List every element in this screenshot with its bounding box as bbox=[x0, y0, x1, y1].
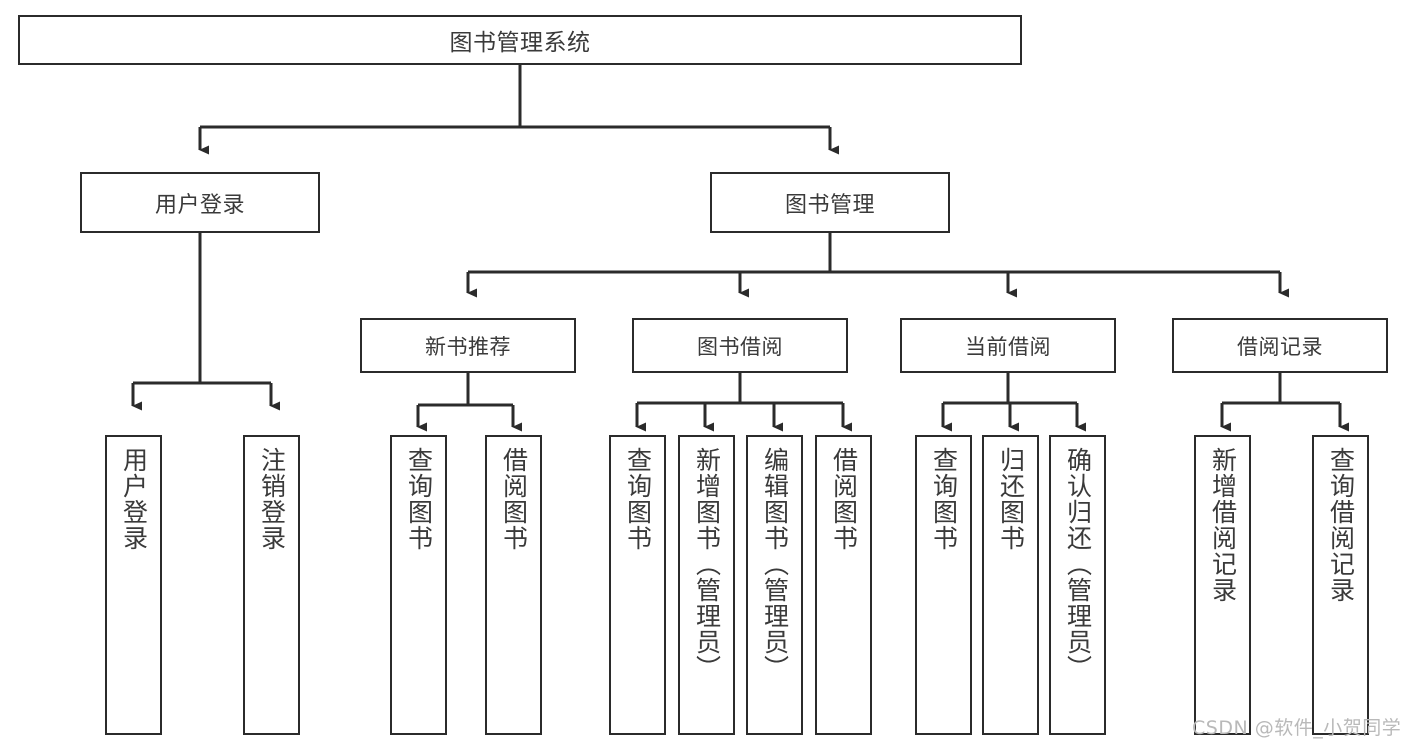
node-label: 注销登录 bbox=[257, 447, 287, 551]
node-label: 图书管理系统 bbox=[449, 30, 591, 56]
node-label: 图书借阅 bbox=[697, 334, 783, 359]
leaf-query-borrow-record[interactable]: 查询借阅记录 bbox=[1312, 435, 1369, 735]
node-root-book-management-system[interactable]: 图书管理系统 bbox=[18, 15, 1022, 65]
leaf-user-login[interactable]: 用户登录 bbox=[105, 435, 162, 735]
node-label: 借阅记录 bbox=[1237, 334, 1323, 359]
node-label: 借阅图书 bbox=[829, 447, 859, 551]
node-label: 归还图书 bbox=[996, 447, 1026, 551]
node-label: 查询图书 bbox=[404, 447, 434, 551]
node-label: 查询图书 bbox=[623, 447, 653, 551]
leaf-borrow-book-recommend[interactable]: 借阅图书 bbox=[485, 435, 542, 735]
node-label: 用户登录 bbox=[119, 447, 149, 551]
leaf-confirm-return-admin[interactable]: 确认归还（管理员） bbox=[1049, 435, 1106, 735]
node-borrow-record[interactable]: 借阅记录 bbox=[1172, 318, 1388, 373]
leaf-query-book-current[interactable]: 查询图书 bbox=[915, 435, 972, 735]
node-label: 用户登录 bbox=[154, 192, 245, 218]
leaf-borrow-book[interactable]: 借阅图书 bbox=[815, 435, 872, 735]
leaf-query-book-recommend[interactable]: 查询图书 bbox=[390, 435, 447, 735]
node-label: 当前借阅 bbox=[965, 334, 1051, 359]
leaf-add-borrow-record[interactable]: 新增借阅记录 bbox=[1194, 435, 1251, 735]
leaf-add-book-admin[interactable]: 新增图书（管理员） bbox=[678, 435, 735, 735]
node-book-manage[interactable]: 图书管理 bbox=[710, 172, 950, 233]
node-label: 新增借阅记录 bbox=[1208, 447, 1238, 603]
leaf-edit-book-admin[interactable]: 编辑图书（管理员） bbox=[746, 435, 803, 735]
leaf-query-book-borrow[interactable]: 查询图书 bbox=[609, 435, 666, 735]
leaf-logout-login[interactable]: 注销登录 bbox=[243, 435, 300, 735]
node-label: 新书推荐 bbox=[425, 334, 511, 359]
node-label: 图书管理 bbox=[784, 192, 875, 218]
node-label: 查询图书 bbox=[929, 447, 959, 551]
node-new-book-recommend[interactable]: 新书推荐 bbox=[360, 318, 576, 373]
node-current-borrow[interactable]: 当前借阅 bbox=[900, 318, 1116, 373]
node-label: 新增图书（管理员） bbox=[692, 447, 722, 681]
leaf-return-book[interactable]: 归还图书 bbox=[982, 435, 1039, 735]
node-user-login[interactable]: 用户登录 bbox=[80, 172, 320, 233]
node-label: 确认归还（管理员） bbox=[1063, 447, 1093, 681]
node-book-borrow[interactable]: 图书借阅 bbox=[632, 318, 848, 373]
node-label: 查询借阅记录 bbox=[1326, 447, 1356, 603]
node-label: 编辑图书（管理员） bbox=[760, 447, 790, 681]
node-label: 借阅图书 bbox=[499, 447, 529, 551]
